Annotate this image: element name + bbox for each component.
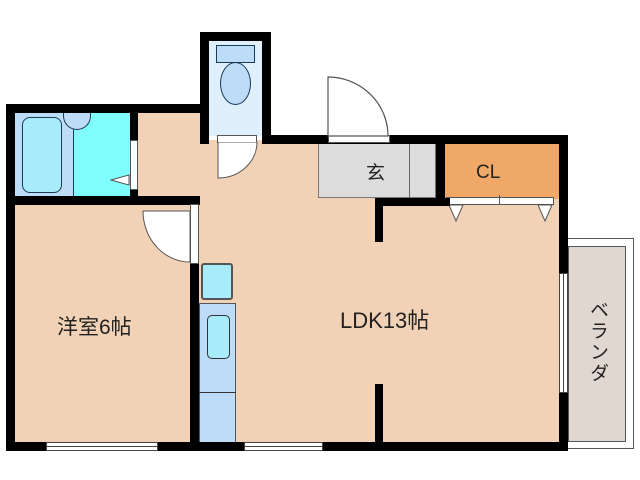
- western-room-label: 洋室6帖: [57, 316, 132, 339]
- entrance-step-line: [409, 143, 410, 198]
- wall: [6, 104, 206, 113]
- window-frame: [563, 273, 564, 393]
- veranda-area: [568, 246, 626, 442]
- western-room-door-swing-icon: [142, 210, 191, 263]
- entrance-area: [318, 143, 436, 198]
- washroom-door-arrow-icon: [110, 174, 130, 186]
- wall: [6, 104, 15, 450]
- closet-arrow-left-icon: [448, 204, 464, 222]
- window-frame: [244, 446, 323, 447]
- closet-door-divider: [499, 195, 500, 205]
- wall: [158, 442, 244, 451]
- wall: [6, 442, 46, 451]
- stove-icon: [207, 315, 230, 359]
- window-frame: [46, 446, 158, 447]
- sink-icon: [201, 263, 233, 300]
- wall: [262, 135, 567, 144]
- wall: [200, 32, 271, 41]
- wall: [436, 143, 445, 205]
- wall: [323, 442, 568, 451]
- toilet-tank-icon: [216, 45, 255, 63]
- wall: [375, 198, 450, 206]
- wall: [190, 264, 199, 450]
- entrance-label: 玄: [366, 163, 386, 184]
- counter-divider: [199, 392, 236, 393]
- veranda-label: ベランダ: [587, 300, 608, 384]
- toilet-bowl-icon: [220, 62, 251, 105]
- bathtub-icon: [22, 117, 62, 193]
- wall: [262, 32, 271, 144]
- closet-arrow-right-icon: [537, 204, 553, 222]
- toilet-door-swing-icon: [217, 142, 258, 179]
- ldk-label: LDK13帖: [340, 308, 430, 333]
- wall: [375, 198, 383, 242]
- wall: [200, 32, 209, 144]
- wall: [6, 196, 200, 205]
- wall: [375, 384, 383, 444]
- hallway-floor: [135, 112, 205, 202]
- closet-label: CL: [476, 162, 501, 183]
- wall: [130, 112, 138, 140]
- front-door-swing-icon: [327, 76, 389, 137]
- closet-area: [444, 144, 559, 199]
- washroom-door[interactable]: [130, 140, 138, 190]
- wall: [190, 196, 199, 204]
